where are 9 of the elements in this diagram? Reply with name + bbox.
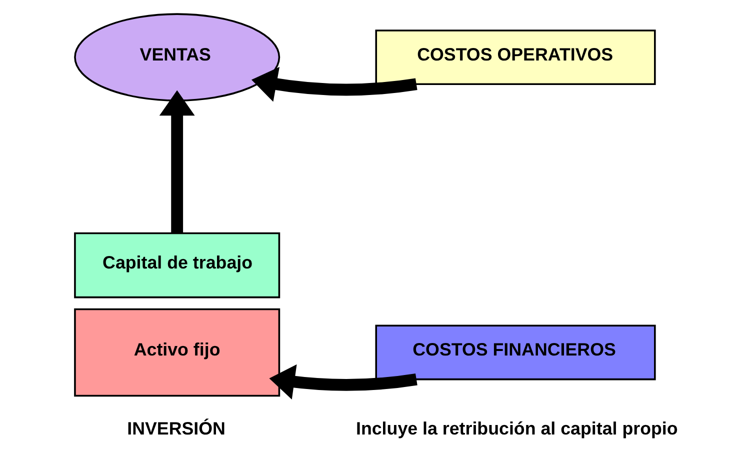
arrow <box>269 364 418 400</box>
node-box: COSTOS OPERATIVOS <box>375 30 656 86</box>
arrow <box>251 66 418 102</box>
arrow <box>159 90 195 234</box>
label: INVERSIÓN <box>127 418 226 439</box>
node-box: Capital de trabajo <box>74 232 280 298</box>
label: Incluye la retribución al capital propio <box>356 418 678 439</box>
node-box: COSTOS FINANCIEROS <box>375 324 656 380</box>
node-box: Activo fijo <box>74 308 280 397</box>
